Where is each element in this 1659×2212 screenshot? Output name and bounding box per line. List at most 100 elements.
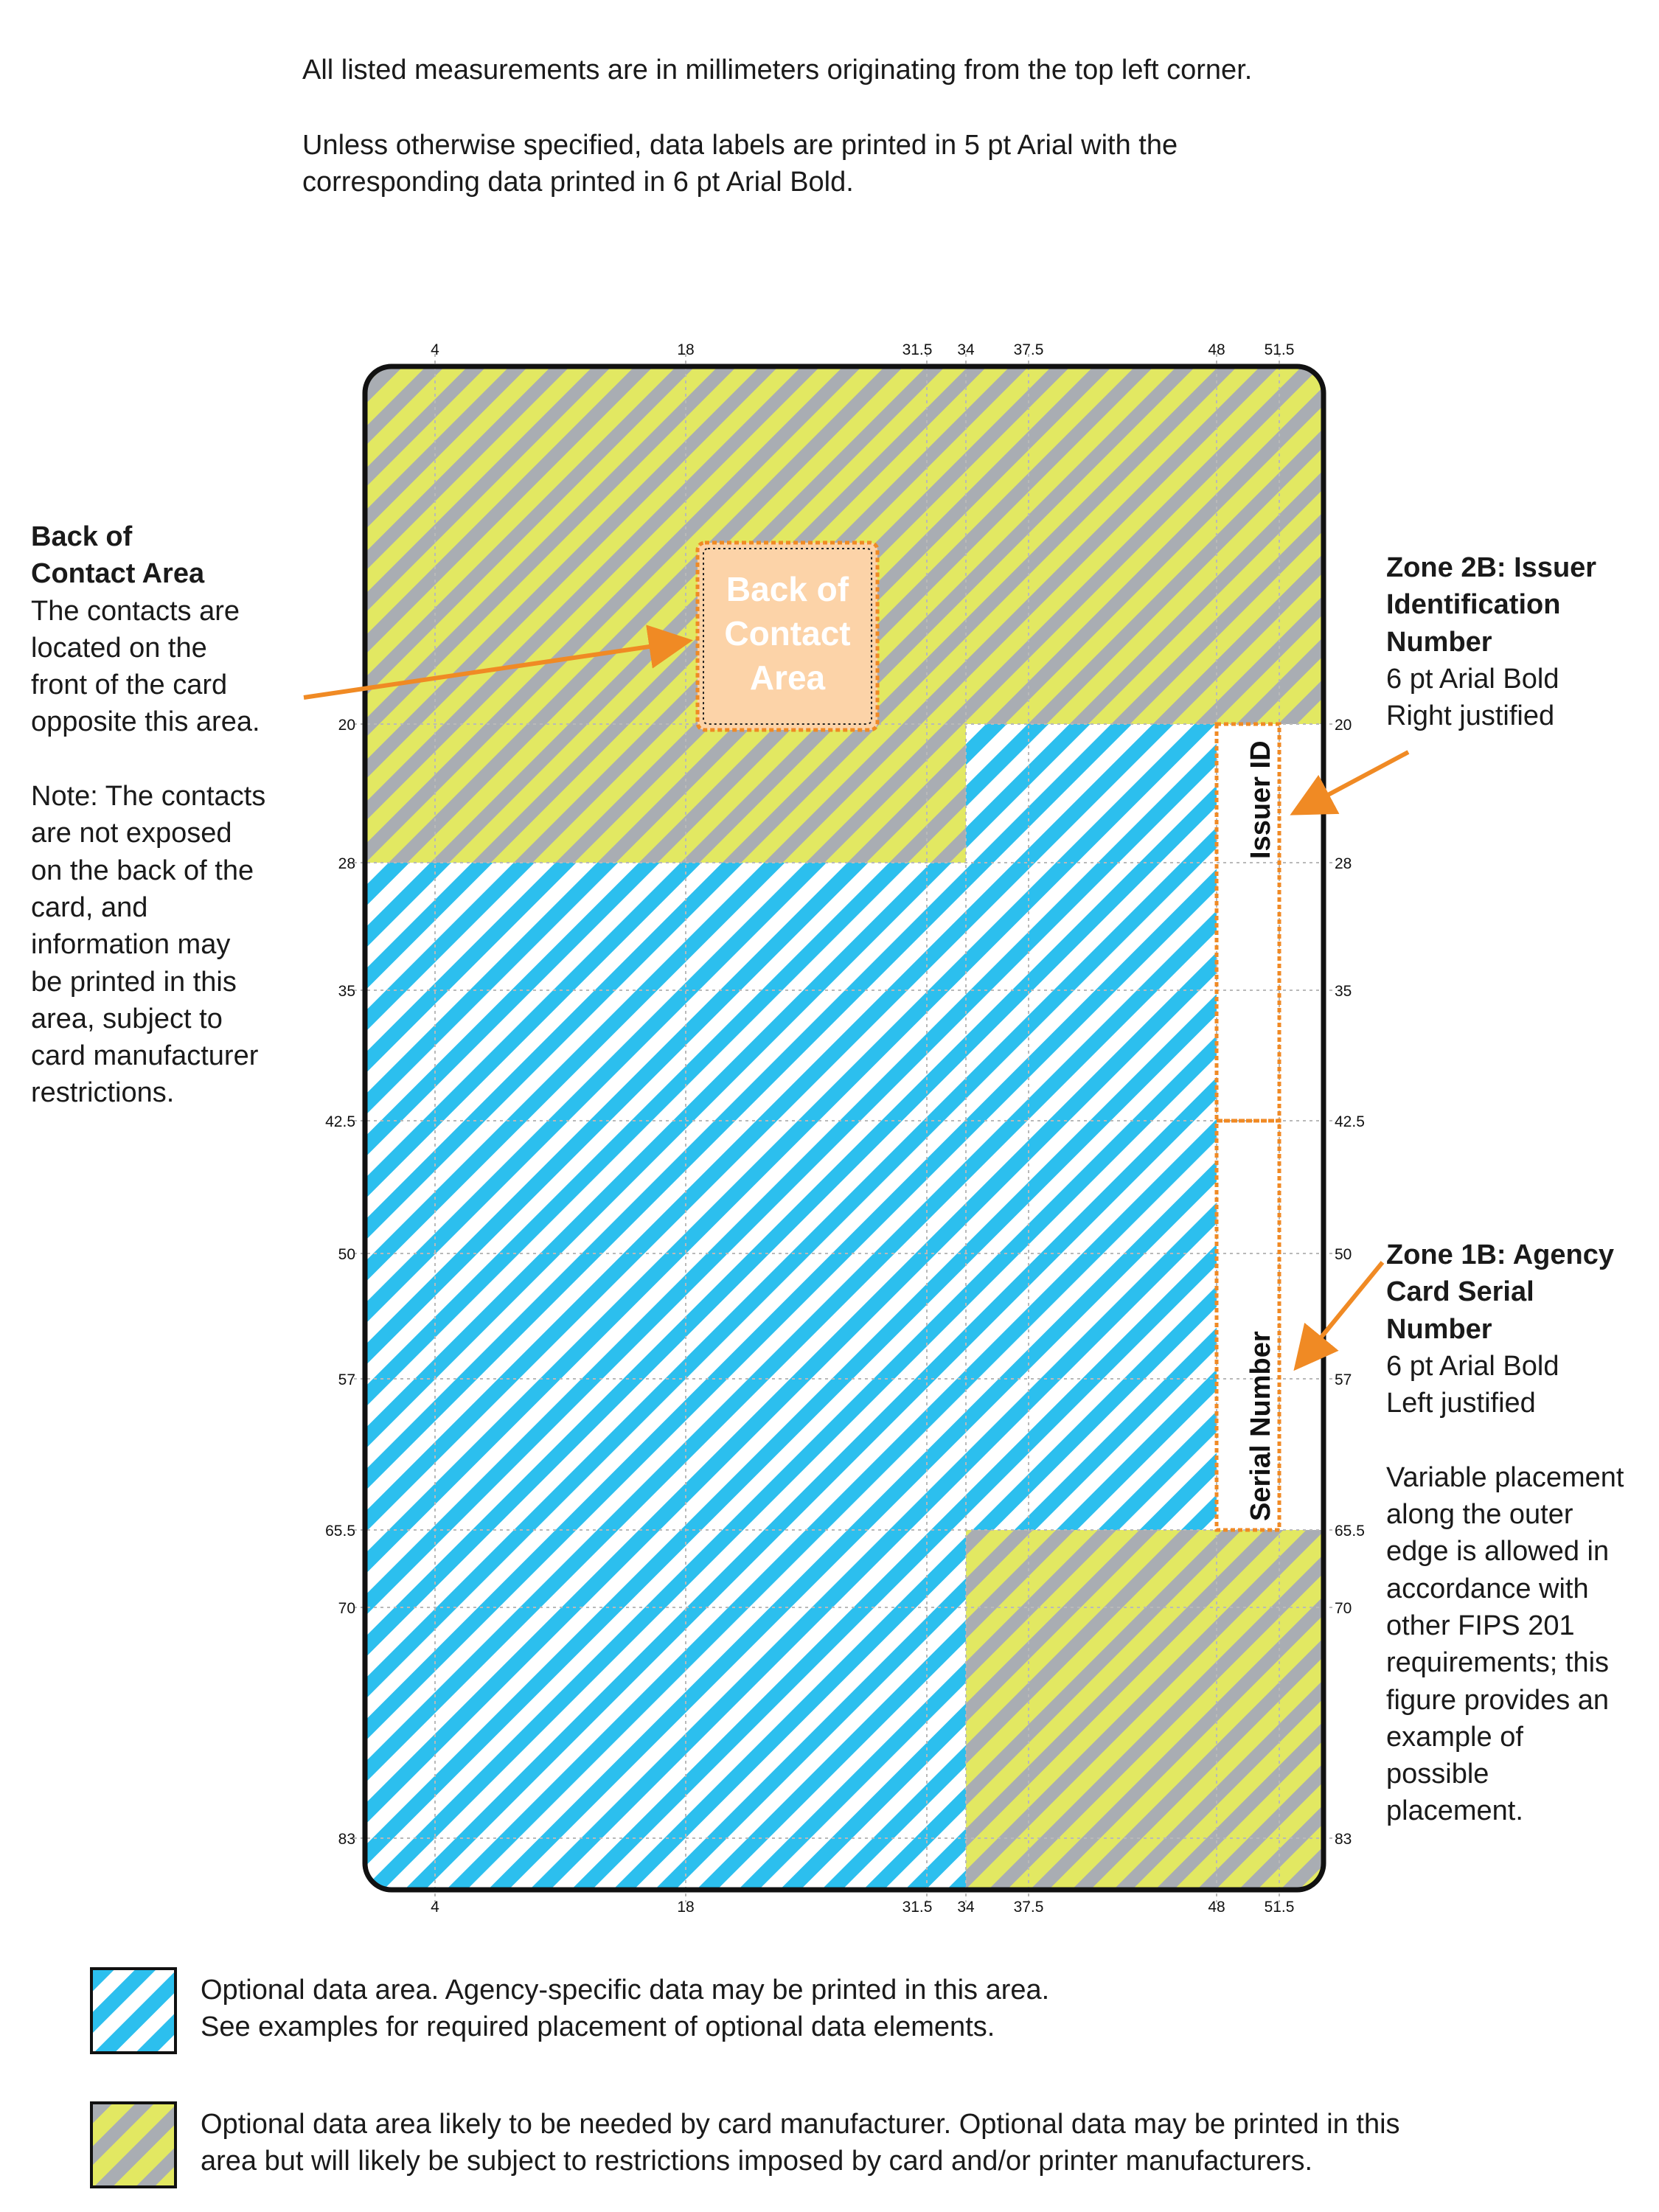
callout-body-line: 6 pt Arial Bold <box>1386 663 1559 695</box>
top-tick-label: 34 <box>957 341 975 358</box>
callout-title-line: Number <box>1386 626 1492 658</box>
top-tick-label: 48 <box>1208 341 1225 358</box>
legend-swatch-blue <box>90 1967 177 2054</box>
callout-body-line: figure provides an <box>1386 1684 1610 1716</box>
left-tick-label: 65.5 <box>325 1523 355 1540</box>
callout-body-line: along the outer <box>1386 1499 1573 1531</box>
arrow-to-contact-area <box>303 625 693 700</box>
callout-body-line: Variable placement <box>1386 1461 1624 1493</box>
callout-title-line: Zone 2B: Issuer <box>1386 552 1597 583</box>
contact-label-line-1: Back of <box>726 570 849 608</box>
legend-yellow-description: Optional data area likely to be needed b… <box>201 2106 1601 2180</box>
left-tick-label: 70 <box>338 1600 355 1617</box>
left-tick-label: 28 <box>338 855 355 872</box>
legend-blue-line-1: Optional data area. Agency-specific data… <box>201 1975 1050 2006</box>
legend-swatch-blue-pattern <box>93 1970 174 2051</box>
contact-area-inner-outline <box>703 548 872 725</box>
manufacturer-area-bottom-right <box>966 1530 1324 1890</box>
intro-line-2b: corresponding data printed in 6 pt Arial… <box>302 167 854 198</box>
callout-body-line: possible <box>1386 1759 1489 1790</box>
callout-body-line: opposite this area. <box>31 706 260 738</box>
left-tick-label: 20 <box>338 717 355 734</box>
callout-body-line: requirements; this <box>1386 1647 1610 1679</box>
callout-title-line: Number <box>1386 1313 1492 1345</box>
callout-body-line: card manufacturer <box>31 1040 259 1072</box>
intro-font-note: Unless otherwise specified, data labels … <box>302 127 1178 201</box>
callout-zone-2b-issuer-id: Zone 2B: Issuer Identification Number 6 … <box>1386 549 1637 734</box>
right-tick-label: 35 <box>1335 983 1352 1000</box>
right-tick-label: 70 <box>1335 1600 1352 1617</box>
top-tick-label: 51.5 <box>1265 341 1295 358</box>
serial-number-field-box <box>1214 1119 1281 1532</box>
intro-line-1: All listed measurements are in millimete… <box>302 55 1253 86</box>
top-tick-label: 37.5 <box>1014 341 1044 358</box>
left-tick-label: 35 <box>338 983 355 1000</box>
issuer-id-field-label: Issuer ID <box>1245 740 1276 859</box>
bottom-tick-label: 51.5 <box>1265 1899 1295 1916</box>
legend-swatch-yellow-pattern <box>93 2104 174 2185</box>
bottom-tick-label: 31.5 <box>902 1899 933 1916</box>
callout-body-line: be printed in this <box>31 966 237 998</box>
contact-area-box <box>695 540 880 732</box>
bottom-tick-label: 4 <box>431 1899 439 1916</box>
legend-blue-line-2: See examples for required placement of o… <box>201 2011 995 2042</box>
legend-yellow-line-1: Optional data area likely to be needed b… <box>201 2109 1400 2140</box>
serial-number-field-label: Serial Number <box>1245 1331 1276 1521</box>
callout-zone-1b-serial-number: Zone 1B: Agency Card Serial Number 6 pt … <box>1386 1237 1652 1830</box>
right-tick-label: 42.5 <box>1335 1113 1365 1130</box>
callout-body-line: Note: The contacts <box>31 781 266 813</box>
callout-body-line: area, subject to <box>31 1003 223 1034</box>
callout-body-line: card, and <box>31 891 148 923</box>
callout-body-line: other FIPS 201 <box>1386 1610 1575 1641</box>
right-tick-label: 28 <box>1335 855 1352 872</box>
right-tick-label: 20 <box>1335 717 1352 734</box>
bottom-tick-label: 18 <box>677 1899 694 1916</box>
bottom-tick-label: 48 <box>1208 1899 1225 1916</box>
callout-body-spacer <box>1386 1422 1652 1458</box>
callout-body-spacer <box>31 741 304 778</box>
callout-body-line: 6 pt Arial Bold <box>1386 1350 1559 1382</box>
callout-body-line: on the back of the <box>31 855 254 886</box>
callout-title-line: Contact Area <box>31 558 205 590</box>
card-outline <box>362 364 1326 1893</box>
callout-body-line: Right justified <box>1386 700 1555 732</box>
callout-body-line: information may <box>31 929 231 961</box>
left-tick-label: 50 <box>338 1246 355 1263</box>
callout-body-line: accordance with <box>1386 1573 1589 1604</box>
legend-blue-description: Optional data area. Agency-specific data… <box>201 1972 1601 2045</box>
left-tick-label: 42.5 <box>325 1113 355 1130</box>
right-tick-label: 57 <box>1335 1371 1352 1388</box>
callout-body-line: are not exposed <box>31 818 232 849</box>
callout-title-line: Back of <box>31 521 133 552</box>
top-tick-label: 31.5 <box>902 341 933 358</box>
intro-measurements-note: All listed measurements are in millimete… <box>302 52 1252 88</box>
contact-label-line-3: Area <box>750 658 826 697</box>
measurement-guides <box>354 354 1335 1902</box>
legend-yellow-line-2: area but will likely be subject to restr… <box>201 2146 1313 2177</box>
arrow-to-issuer-id <box>1290 750 1410 815</box>
arrow-to-serial-number <box>1293 1261 1385 1371</box>
top-tick-label: 4 <box>431 341 439 358</box>
card-layout-diagram: Back of Contact Area Issuer ID Serial Nu… <box>303 341 1410 1916</box>
callout-body-line: located on the <box>31 632 207 664</box>
bottom-tick-label: 34 <box>957 1899 975 1916</box>
left-tick-label: 83 <box>338 1831 355 1848</box>
callout-body-line: example of <box>1386 1721 1523 1753</box>
left-tick-label: 57 <box>338 1371 355 1388</box>
callout-back-of-contact-area: Back of Contact Area The contacts are lo… <box>31 518 304 1112</box>
callout-body-line: The contacts are <box>31 595 240 627</box>
right-tick-label: 50 <box>1335 1246 1352 1263</box>
right-tick-label: 83 <box>1335 1831 1352 1848</box>
callout-title-line: Zone 1B: Agency <box>1386 1239 1614 1270</box>
top-tick-label: 18 <box>677 341 694 358</box>
callout-body-line: Left justified <box>1386 1388 1536 1419</box>
intro-line-2a: Unless otherwise specified, data labels … <box>302 130 1178 161</box>
callout-body-line: edge is allowed in <box>1386 1536 1610 1568</box>
bottom-tick-label: 37.5 <box>1014 1899 1044 1916</box>
callout-body-line: front of the card <box>31 669 228 701</box>
callout-title-line: Identification <box>1386 589 1561 621</box>
callout-body-line: restrictions. <box>31 1077 175 1109</box>
legend-swatch-yellow <box>90 2101 177 2188</box>
edge-strip-white <box>1217 724 1324 1530</box>
callout-title-line: Card Serial <box>1386 1276 1534 1308</box>
